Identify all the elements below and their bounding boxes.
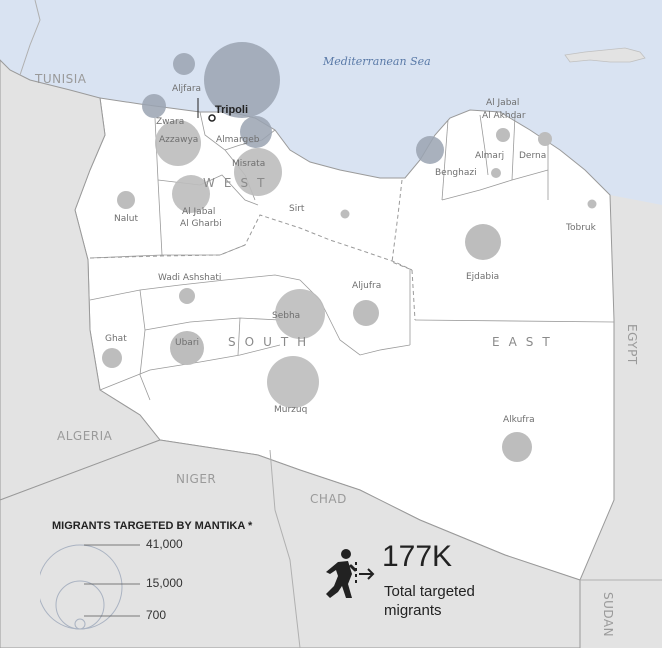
crete-island: [564, 47, 646, 63]
legend-value-small: 700: [146, 608, 167, 622]
legend-value-medium: 15,000: [146, 576, 183, 590]
bubble-ubari: [170, 331, 204, 365]
label-aljufra: Aljufra: [352, 281, 381, 291]
label-zwara: Zwara: [156, 117, 184, 127]
bubble-aljabal-algharbi: [172, 175, 210, 213]
algeria-land: [0, 59, 161, 501]
label-wadi-ashshati: Wadi Ashshati: [158, 273, 221, 283]
label-aljabal-alakhdar-2: Al Akhdar: [482, 111, 526, 121]
bubble-aljabal-alakhdar: [496, 128, 510, 142]
bubble-murzuq: [267, 356, 319, 408]
bubble-azzawya: [155, 120, 201, 166]
tunisia-algeria-border: [19, 0, 41, 76]
label-tobruk: Tobruk: [565, 223, 597, 233]
bubble-ghat: [102, 348, 122, 368]
niger-chad-border: [269, 449, 301, 648]
bubble-aljfara-big: [204, 42, 280, 118]
label-nalut: Nalut: [114, 214, 138, 224]
label-niger: NIGER: [176, 472, 216, 486]
legend-title: MIGRANTS TARGETED BY MANTIKA *: [52, 520, 253, 532]
bubble-wadi-ashshati: [179, 288, 195, 304]
bubble-aljfara: [173, 53, 195, 75]
migrant-bubbles: [102, 42, 597, 462]
label-tripoli: Tripoli: [215, 104, 248, 116]
label-derna: Derna: [519, 151, 546, 161]
label-aljabal-alakhdar-1: Al Jabal: [486, 98, 519, 108]
label-chad: CHAD: [310, 492, 347, 506]
tripoli-capital-icon: [208, 114, 216, 122]
bubble-zwara: [142, 94, 166, 118]
label-aljabal-algharbi-2: Al Gharbi: [180, 219, 222, 229]
legend-value-large: 41,000: [146, 537, 183, 551]
label-egypt: EGYPT: [625, 324, 639, 365]
bubble-nalut: [117, 191, 135, 209]
legend-circle-large: [40, 544, 123, 630]
label-region-west: WEST: [203, 176, 273, 190]
bubble-tobruk: [587, 199, 597, 209]
bubble-ejdabia: [465, 224, 501, 260]
walking-person-arrow-icon: [326, 549, 375, 598]
label-tunisia: TUNISIA: [34, 72, 87, 86]
label-almargeb: Almargeb: [216, 135, 260, 145]
bubble-size-legend: MIGRANTS TARGETED BY MANTIKA * 41,000 15…: [40, 520, 290, 640]
label-ejdabia: Ejdabia: [466, 272, 499, 282]
label-azzawya: Azzawya: [159, 135, 198, 145]
label-sirt: Sirt: [289, 204, 305, 214]
bubble-derna: [538, 132, 552, 146]
label-murzuq: Murzuq: [274, 405, 307, 415]
bubble-almargeb: [240, 116, 272, 148]
bubble-sirt: [340, 209, 350, 219]
label-sebha: Sebha: [272, 311, 300, 321]
bubble-almarj: [491, 168, 501, 178]
total-value: 177K: [382, 540, 453, 573]
legend-circle-small: [74, 618, 86, 630]
mediterranean-sea: [0, 0, 662, 205]
legend-circle-medium: [55, 580, 105, 630]
label-aljabal-algharbi-1: Al Jabal: [182, 207, 215, 217]
label-ubari: Ubari: [175, 338, 199, 348]
label-mediterranean-sea: Mediterranean Sea: [322, 55, 431, 68]
bubble-aljufra: [353, 300, 379, 326]
label-misrata: Misrata: [232, 159, 265, 169]
label-sudan: SUDAN: [601, 592, 615, 637]
bubble-benghazi: [416, 136, 444, 164]
legend-circles: [40, 544, 140, 630]
label-alkufra: Alkufra: [503, 415, 535, 425]
label-almarj: Almarj: [475, 151, 504, 161]
total-caption: Total targeted migrants: [384, 583, 475, 619]
label-benghazi: Benghazi: [435, 168, 477, 178]
label-region-east: EAST: [492, 335, 559, 349]
bubble-sebha: [275, 289, 325, 339]
label-aljfara: Aljfara: [172, 84, 201, 94]
label-algeria: ALGERIA: [57, 429, 113, 443]
label-region-south: SOUTH: [228, 335, 315, 349]
region-boundaries: [89, 179, 416, 321]
label-ghat: Ghat: [105, 334, 127, 344]
bubble-alkufra: [502, 432, 532, 462]
niger-chad-region: [0, 439, 581, 648]
total-targeted-stat: 177K Total targeted migrants: [318, 540, 558, 630]
bubble-misrata: [234, 148, 282, 196]
